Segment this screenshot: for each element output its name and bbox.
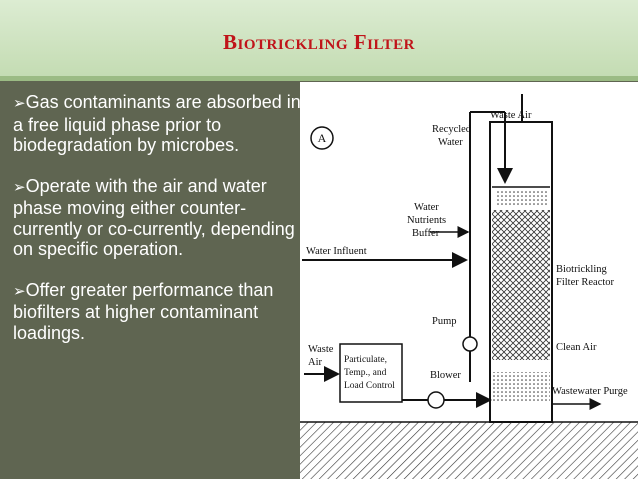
biotrickling-diagram: A Waste Air Recycled Water Water Nutrien… (300, 82, 638, 479)
control-label-1: Particulate, (344, 355, 387, 365)
bullet-text: Operate with the air and water phase mov… (13, 175, 295, 260)
slide-title: Biotrickling Filter (223, 30, 415, 54)
water-label-2: Nutrients (407, 215, 446, 226)
wastewater-purge-label: Wastewater Purge (552, 386, 628, 397)
waste-air-left-label-1: Waste (308, 344, 334, 355)
recycled-water-label-1: Recycled (432, 124, 472, 135)
panel-label: A (318, 131, 327, 145)
ground-hatch (300, 422, 638, 479)
arrow-bullet-icon: ➢ (13, 95, 26, 112)
bullet-item: ➢Operate with the air and water phase mo… (13, 176, 308, 260)
control-label-3: Load Control (344, 381, 395, 391)
pump-label: Pump (432, 316, 457, 327)
blower-label: Blower (430, 370, 461, 381)
waste-air-left-label-2: Air (308, 357, 323, 368)
water-label-3: Buffer (412, 228, 440, 239)
recycled-water-label-2: Water (438, 137, 463, 148)
arrow-bullet-icon: ➢ (13, 178, 26, 196)
bullet-text: Offer greater performance than biofilter… (13, 279, 274, 343)
arrow-bullet-icon: ➢ (13, 282, 26, 300)
reactor-label-2: Filter Reactor (556, 277, 615, 288)
spray-zone (495, 190, 547, 206)
reactor-label-1: Biotrickling (556, 264, 607, 275)
bullet-text: Gas contaminants are absorbed in a free … (13, 92, 301, 155)
panel-label-circle (310, 126, 334, 150)
water-label-1: Water (414, 202, 439, 213)
bullet-list: ➢Gas contaminants are absorbed in a free… (13, 92, 308, 363)
blower-icon (427, 391, 445, 409)
reactor-sump (492, 372, 550, 402)
waste-air-top-label: Waste Air (490, 110, 532, 121)
title-bar: Biotrickling Filter (0, 0, 638, 81)
packing-bed (492, 210, 550, 360)
pump-icon (462, 336, 478, 352)
clean-air-label: Clean Air (556, 342, 597, 353)
control-box (339, 343, 403, 403)
bullet-item: ➢Gas contaminants are absorbed in a free… (13, 92, 308, 156)
water-influent-label: Water Influent (306, 246, 367, 257)
control-label-2: Temp., and (344, 368, 387, 378)
diagram-svg: A Waste Air Recycled Water Water Nutrien… (300, 94, 638, 479)
bullet-item: ➢Offer greater performance than biofilte… (13, 280, 308, 344)
